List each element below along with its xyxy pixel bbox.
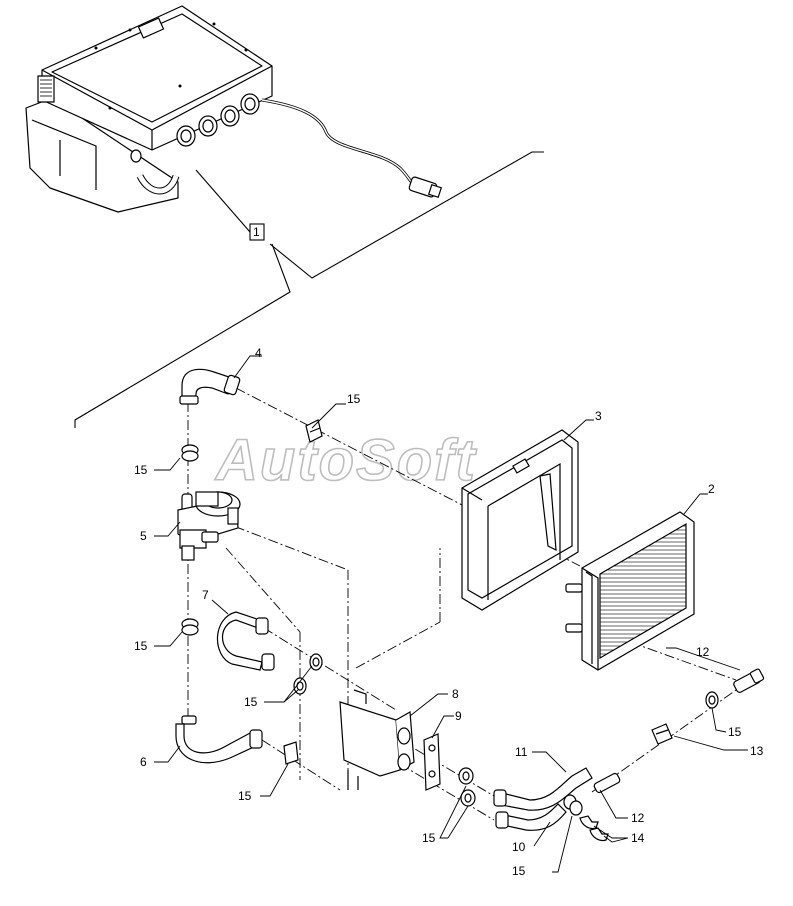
callout-15-left-lower: 15 [134,639,148,653]
bracket-8 [339,689,415,790]
heater-unit-assembly [25,5,273,213]
hose-clamp-15-right [705,691,719,709]
heater-core-2 [565,511,695,671]
wiring-harness [261,98,443,199]
gasket-plate-9 [423,733,441,791]
callout-12-upper: 12 [696,645,710,659]
hose-elbow-4 [179,368,241,405]
callout-15-lower-left: 15 [238,789,252,803]
callout-11: 11 [515,745,528,759]
callout-12-lower: 12 [631,811,645,825]
callout-8: 8 [452,687,459,701]
hose-11 [493,767,593,811]
callout-10: 10 [512,840,526,854]
callout-4: 4 [255,346,262,360]
callout-3: 3 [595,409,602,423]
callout-1: 1 [253,225,260,239]
fitting-12-upper [733,668,765,693]
hose-clamp-15-right-pair [458,767,476,807]
hose-7 [216,611,275,671]
hose-6 [175,715,263,764]
callout-1-box [249,223,265,241]
callout-14: 14 [631,831,645,845]
callout-15-top: 15 [347,392,361,406]
clips-14 [579,815,609,842]
callout-2: 2 [708,482,715,496]
section-leaders [74,151,544,428]
callout-15-bottom: 15 [512,864,526,878]
callout-15-right: 15 [728,725,742,739]
callout-7: 7 [202,588,209,602]
heater-core-housing-3 [461,429,579,611]
coolant-pump-5 [177,491,241,561]
hose-clamp-15-left-lower [181,618,199,636]
callout-15-mid: 15 [244,695,258,709]
hose-clamp-15-lower-right [563,794,583,816]
hose-clamp-15-top [305,419,323,443]
leader-lines [154,355,748,873]
callout-5: 5 [140,529,147,543]
clip-13 [651,723,673,745]
watermark-text: AutoSoft [214,428,477,493]
callout-9: 9 [455,709,462,723]
callout-6: 6 [140,755,147,769]
callout-13: 13 [750,744,764,758]
hose-clamp-15-mid-pair [293,653,323,695]
hose-clamp-15-left-upper [181,444,199,462]
callout-15-bottom-center: 15 [422,831,436,845]
callout-15-left-upper: 15 [134,463,148,477]
fitting-12-lower [593,772,621,794]
hose-clamp-15-lower-left [283,741,299,765]
